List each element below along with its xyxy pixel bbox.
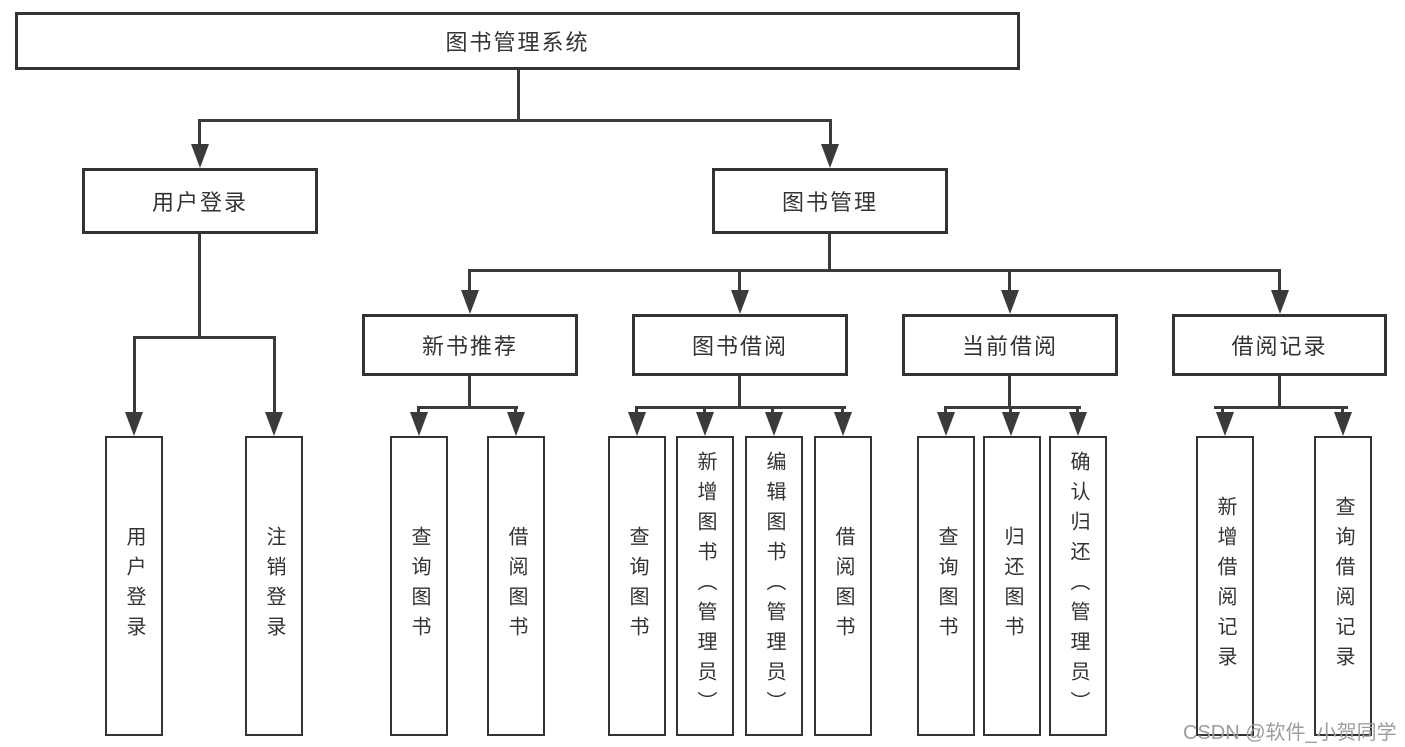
connector-line	[1009, 406, 1012, 416]
node-current-borrowing: 当前借阅	[902, 314, 1118, 376]
node-label: 当前借阅	[961, 334, 1058, 359]
connector-line	[273, 336, 276, 416]
node-label: 查询图书	[626, 526, 648, 646]
arrow-down-icon	[191, 144, 209, 168]
arrow-down-icon	[125, 412, 143, 436]
connector-line	[635, 406, 846, 409]
node-label: 图书管理	[781, 190, 878, 215]
arrow-down-icon	[1216, 412, 1234, 436]
connector-line	[1278, 269, 1281, 294]
node-label: 新增图书（管理员）	[694, 451, 716, 721]
connector-line	[1008, 269, 1011, 294]
node-label: 用户登录	[151, 190, 248, 215]
connector-line	[944, 406, 1081, 409]
arrow-down-icon	[937, 412, 955, 436]
node-add-books-admin-leaf: 新增图书（管理员）	[676, 436, 734, 736]
arrow-down-icon	[765, 412, 783, 436]
arrow-down-icon	[1069, 412, 1087, 436]
node-return-books-leaf: 归还图书	[983, 436, 1041, 736]
connector-line	[1008, 376, 1011, 408]
connector-line	[944, 406, 947, 416]
connector-line	[829, 119, 832, 148]
connector-line	[198, 119, 201, 148]
node-label: 新书推荐	[421, 334, 518, 359]
node-label: 图书借阅	[691, 334, 788, 359]
connector-line	[514, 406, 517, 416]
node-label: 新增借阅记录	[1214, 496, 1236, 676]
node-book-borrowing: 图书借阅	[632, 314, 848, 376]
node-label: 借阅图书	[832, 526, 854, 646]
node-label: 查询图书	[935, 526, 957, 646]
connector-line	[198, 234, 201, 339]
arrow-down-icon	[696, 412, 714, 436]
connector-line	[468, 269, 1281, 272]
node-confirm-return-admin-leaf: 确认归还（管理员）	[1049, 436, 1107, 736]
node-label: 查询借阅记录	[1332, 496, 1354, 676]
arrow-down-icon	[410, 412, 428, 436]
node-label: 编辑图书（管理员）	[763, 451, 785, 721]
arrow-down-icon	[461, 290, 479, 314]
node-query-books-leaf: 查询图书	[390, 436, 448, 736]
connector-line	[468, 269, 471, 294]
node-borrow-books-leaf: 借阅图书	[814, 436, 872, 736]
arrow-down-icon	[1271, 290, 1289, 314]
node-label: 借阅记录	[1231, 334, 1328, 359]
node-query-borrow-record-leaf: 查询借阅记录	[1314, 436, 1372, 736]
arrow-down-icon	[628, 412, 646, 436]
node-label: 图书管理系统	[445, 30, 590, 55]
node-label: 确认归还（管理员）	[1067, 451, 1089, 721]
arrow-down-icon	[821, 144, 839, 168]
node-borrow-books-leaf: 借阅图书	[487, 436, 545, 736]
arrow-down-icon	[1334, 412, 1352, 436]
connector-line	[517, 70, 520, 122]
node-library-management-system: 图书管理系统	[15, 12, 1020, 70]
connector-line	[635, 406, 638, 416]
connector-line	[703, 406, 706, 416]
node-label: 借阅图书	[505, 526, 527, 646]
node-book-management: 图书管理	[712, 168, 948, 234]
connector-line	[417, 406, 420, 416]
node-user-login: 用户登录	[82, 168, 318, 234]
node-label: 注销登录	[263, 526, 285, 646]
connector-line	[133, 336, 276, 339]
connector-line	[417, 406, 518, 409]
connector-line	[133, 336, 136, 416]
arrow-down-icon	[265, 412, 283, 436]
arrow-down-icon	[1002, 412, 1020, 436]
node-label: 查询图书	[408, 526, 430, 646]
arrow-down-icon	[834, 412, 852, 436]
connector-line	[828, 234, 831, 272]
connector-line	[468, 376, 471, 408]
node-new-book-recommend: 新书推荐	[362, 314, 578, 376]
connector-line	[738, 376, 741, 408]
connector-line	[1076, 406, 1079, 416]
arrow-down-icon	[1001, 290, 1019, 314]
node-label: 用户登录	[123, 526, 145, 646]
connector-line	[841, 406, 844, 416]
connector-line	[1278, 376, 1281, 408]
watermark: CSDN @软件_小贺同学	[1183, 722, 1397, 744]
node-add-borrow-record-leaf: 新增借阅记录	[1196, 436, 1254, 736]
connector-line	[1214, 406, 1348, 409]
node-logout-leaf: 注销登录	[245, 436, 303, 736]
node-query-books-leaf: 查询图书	[917, 436, 975, 736]
arrow-down-icon	[731, 290, 749, 314]
connector-line	[198, 119, 832, 122]
node-query-books-leaf: 查询图书	[608, 436, 666, 736]
connector-line	[738, 269, 741, 294]
node-borrow-records: 借阅记录	[1172, 314, 1387, 376]
connector-line	[1221, 406, 1224, 416]
connector-line	[1341, 406, 1344, 416]
node-label: 归还图书	[1001, 526, 1023, 646]
node-edit-books-admin-leaf: 编辑图书（管理员）	[745, 436, 803, 736]
connector-line	[771, 406, 774, 416]
arrow-down-icon	[507, 412, 525, 436]
node-user-login-leaf: 用户登录	[105, 436, 163, 736]
